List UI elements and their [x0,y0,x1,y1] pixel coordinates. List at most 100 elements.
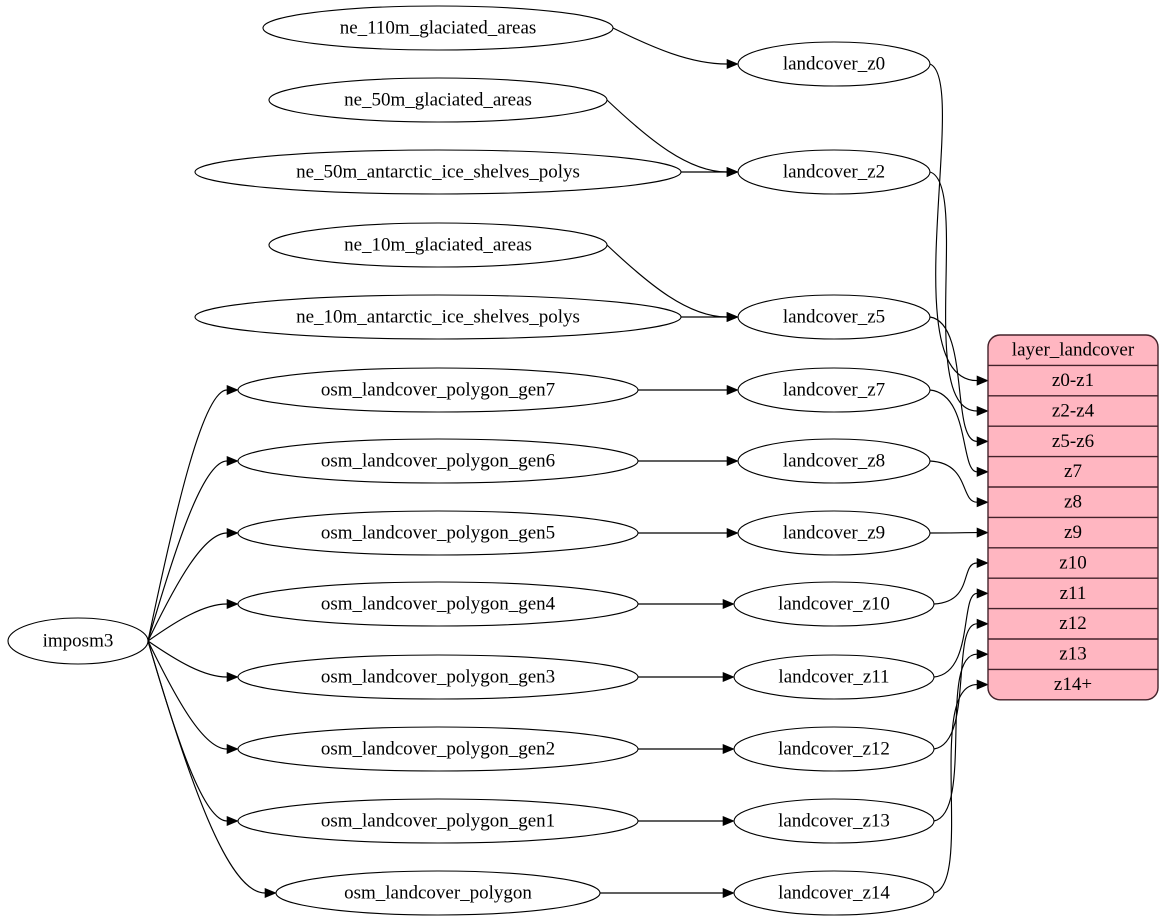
node-label-landcover_z2: landcover_z2 [783,161,885,182]
edge-arrowhead [976,679,989,690]
layer-table-row-z0-z1[interactable]: z0-z1 [1052,370,1094,391]
edge-arrowhead [726,384,739,396]
node-landcover_z2[interactable]: landcover_z2 [737,149,931,195]
node-label-landcover_z12: landcover_z12 [778,738,890,759]
node-ellipse-landcover_z7 [737,367,931,413]
edge-ne_10m_glaciated_areas-to-landcover_z5 [606,244,728,318]
node-label-osm_landcover_polygon_gen5: osm_landcover_polygon_gen5 [321,522,555,543]
edge-landcover_z8-to-layer_landcover:z8 [929,460,978,503]
node-landcover_z5[interactable]: landcover_z5 [737,294,931,340]
node-imposm3[interactable]: imposm3 [7,617,149,665]
node-osm_landcover_polygon_gen3[interactable]: osm_landcover_polygon_gen3 [237,654,639,700]
node-ellipse-osm_landcover_polygon [275,870,601,916]
edge-arrowhead [976,557,989,569]
edge-arrowhead [976,497,989,508]
node-ne_10m_glaciated_areas[interactable]: ne_10m_glaciated_areas [268,222,608,268]
node-ellipse-landcover_z11 [733,654,935,700]
layer-landcover-table: layer_landcoverz0-z1z2-z4z5-z6z7z8z9z10z… [987,334,1159,701]
node-osm_landcover_polygon_gen4[interactable]: osm_landcover_polygon_gen4 [237,581,639,627]
edge-ne_110m_glaciated_areas-to-landcover_z0 [612,27,728,65]
layer-table-row-z2-z4[interactable]: z2-z4 [1052,400,1095,421]
layer-table-row-z7[interactable]: z7 [1064,461,1082,482]
edge-arrowhead [722,887,735,899]
edge-arrowhead [976,436,989,447]
node-ellipse-osm_landcover_polygon_gen2 [237,726,639,772]
layer-table-row-z12[interactable]: z12 [1059,613,1086,634]
edge-arrowhead [226,743,239,755]
node-label-landcover_z14: landcover_z14 [778,882,890,903]
node-osm_landcover_polygon_gen6[interactable]: osm_landcover_polygon_gen6 [237,438,639,484]
edge-arrowhead [726,455,739,467]
node-landcover_z11[interactable]: landcover_z11 [733,654,935,700]
layer-table-row-z10[interactable]: z10 [1059,552,1086,573]
edge-layer [147,27,989,899]
layer-table-row-z13[interactable]: z13 [1059,644,1086,665]
node-ellipse-ne_110m_glaciated_areas [262,5,614,51]
layer-table-row-z9[interactable]: z9 [1064,522,1082,543]
layer-table-row-z8[interactable]: z8 [1064,492,1082,513]
node-label-landcover_z9: landcover_z9 [783,522,885,543]
node-landcover_z12[interactable]: landcover_z12 [733,726,935,772]
edge-arrowhead [976,375,989,386]
node-label-osm_landcover_polygon_gen1: osm_landcover_polygon_gen1 [321,810,555,831]
node-label-ne_50m_glaciated_areas: ne_50m_glaciated_areas [344,89,532,110]
node-ne_10m_antarctic_ice_shelves_polys[interactable]: ne_10m_antarctic_ice_shelves_polys [194,294,682,340]
node-label-osm_landcover_polygon_gen3: osm_landcover_polygon_gen3 [321,666,555,687]
node-landcover_z9[interactable]: landcover_z9 [737,510,931,556]
node-ellipse-osm_landcover_polygon_gen7 [237,367,639,413]
edge-arrowhead [976,618,989,629]
edge-imposm3-to-osm_landcover_polygon_gen2 [147,640,228,750]
layer-table-row-z11[interactable]: z11 [1060,583,1087,604]
edge-landcover_z7-to-layer_landcover:z7 [929,389,978,473]
node-label-osm_landcover_polygon_gen4: osm_landcover_polygon_gen4 [321,593,556,614]
edge-landcover_z10-to-layer_landcover:z10 [933,562,978,605]
node-label-landcover_z5: landcover_z5 [783,306,885,327]
edge-landcover_z13-to-layer_landcover:z13 [933,653,978,822]
node-landcover_z13[interactable]: landcover_z13 [733,798,935,844]
node-ellipse-landcover_z2 [737,149,931,195]
node-label-landcover_z11: landcover_z11 [778,666,889,687]
edge-imposm3-to-osm_landcover_polygon_gen7 [147,389,228,642]
edge-landcover_z0-to-layer_landcover:z0-z1 [929,63,978,382]
node-osm_landcover_polygon_gen1[interactable]: osm_landcover_polygon_gen1 [237,798,639,844]
layer-table-row-z14+[interactable]: z14+ [1054,674,1092,695]
edge-arrowhead [226,527,239,539]
node-osm_landcover_polygon_gen5[interactable]: osm_landcover_polygon_gen5 [237,510,639,556]
node-osm_landcover_polygon[interactable]: osm_landcover_polygon [275,870,601,916]
node-label-ne_10m_antarctic_ice_shelves_polys: ne_10m_antarctic_ice_shelves_polys [296,306,580,327]
node-ellipse-osm_landcover_polygon_gen3 [237,654,639,700]
edge-arrowhead [726,311,739,323]
node-ellipse-landcover_z9 [737,510,931,556]
edge-imposm3-to-osm_landcover_polygon_gen3 [147,640,228,678]
node-ellipse-landcover_z0 [737,41,931,87]
node-label-osm_landcover_polygon_gen2: osm_landcover_polygon_gen2 [321,738,555,759]
node-ne_50m_antarctic_ice_shelves_polys[interactable]: ne_50m_antarctic_ice_shelves_polys [194,149,682,195]
edge-arrowhead [976,649,989,660]
node-label-osm_landcover_polygon_gen7: osm_landcover_polygon_gen7 [321,379,555,400]
node-ne_50m_glaciated_areas[interactable]: ne_50m_glaciated_areas [268,77,608,123]
node-landcover_z8[interactable]: landcover_z8 [737,438,931,484]
node-osm_landcover_polygon_gen2[interactable]: osm_landcover_polygon_gen2 [237,726,639,772]
edge-imposm3-to-osm_landcover_polygon_gen4 [147,603,228,642]
edge-arrowhead [976,527,989,538]
edge-arrowhead [226,455,239,467]
edge-imposm3-to-osm_landcover_polygon_gen1 [147,640,228,822]
node-ellipse-landcover_z8 [737,438,931,484]
edge-arrowhead [264,887,277,899]
node-landcover_z10[interactable]: landcover_z10 [733,581,935,627]
edge-arrowhead [226,598,239,610]
node-landcover_z14[interactable]: landcover_z14 [733,870,935,916]
node-osm_landcover_polygon_gen7[interactable]: osm_landcover_polygon_gen7 [237,367,639,413]
edge-arrowhead [726,527,739,539]
layer-table-row-z5-z6[interactable]: z5-z6 [1052,431,1094,452]
edge-imposm3-to-osm_landcover_polygon_gen5 [147,532,228,642]
edge-arrowhead [722,671,735,683]
node-ellipse-osm_landcover_polygon_gen1 [237,798,639,844]
node-ne_110m_glaciated_areas[interactable]: ne_110m_glaciated_areas [262,5,614,51]
node-landcover_z0[interactable]: landcover_z0 [737,41,931,87]
node-label-landcover_z10: landcover_z10 [778,593,890,614]
node-ellipse-ne_50m_glaciated_areas [268,77,608,123]
node-landcover_z7[interactable]: landcover_z7 [737,367,931,413]
